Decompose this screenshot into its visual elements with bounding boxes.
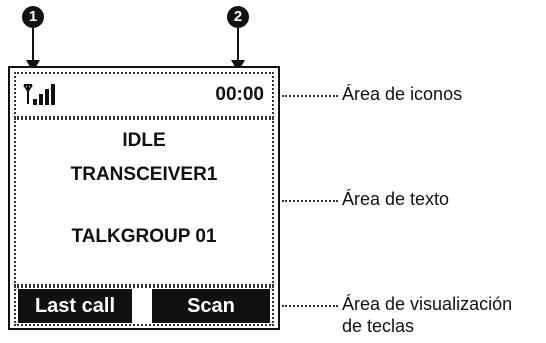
softkey-area: Last call Scan — [14, 286, 274, 326]
softkey-area-leader — [282, 305, 338, 307]
text-area-label: Área de texto — [342, 189, 450, 209]
talkgroup-name: TALKGROUP 01 — [71, 226, 217, 247]
icon-area-leader — [282, 95, 338, 97]
softkey-area-label-line2: de teclas — [342, 316, 415, 336]
icon-area: 00:00 — [14, 72, 274, 118]
status-line: IDLE — [122, 130, 166, 151]
device-screen: 00:00 IDLE TRANSCEIVER1 TALKGROUP 01 Las… — [8, 66, 280, 330]
text-area: IDLE TRANSCEIVER1 TALKGROUP 01 — [14, 118, 274, 286]
transceiver-name: TRANSCEIVER1 — [70, 164, 218, 185]
softkey-area-label-line1: Área de visualización — [342, 294, 513, 314]
antenna-signal-bars-icon — [22, 82, 56, 113]
icon-area-label: Área de iconos — [342, 84, 463, 104]
text-area-leader — [282, 200, 338, 202]
callout-marker-2: 2 — [227, 6, 249, 28]
scan-softkey[interactable]: Scan — [152, 289, 270, 323]
clock-display: 00:00 — [215, 84, 264, 105]
callout-marker-1: 1 — [22, 6, 44, 28]
last-call-softkey[interactable]: Last call — [18, 289, 132, 323]
